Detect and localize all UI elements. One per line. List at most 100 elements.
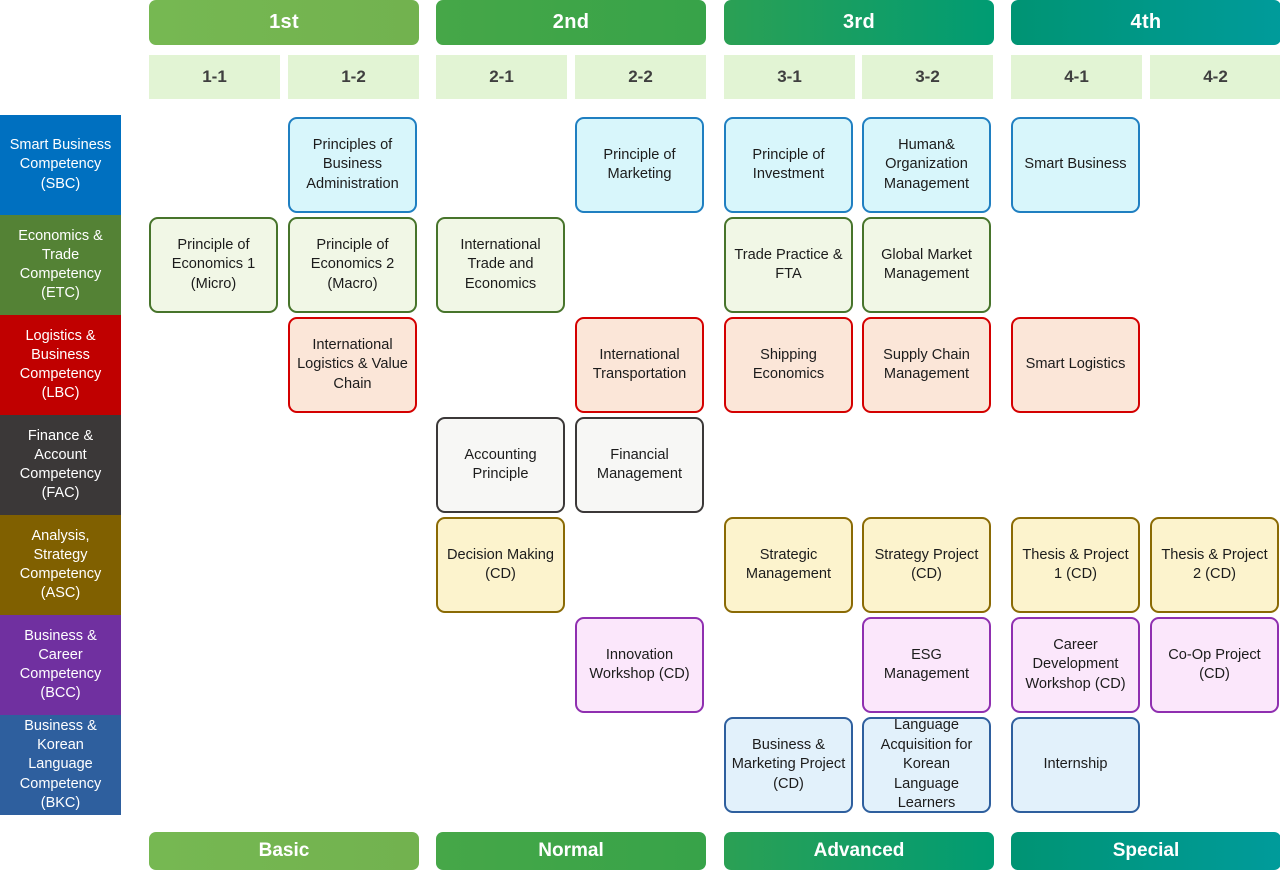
course-box[interactable]: Strategy Project (CD) (862, 517, 991, 613)
course-label: Principle of Economics 2 (Macro) (310, 236, 395, 292)
semester-header-label: 2-1 (489, 67, 514, 86)
course-box[interactable]: Financial Management (575, 417, 704, 513)
semester-header-label: 2-2 (628, 67, 653, 86)
semester-header-label: 4-1 (1064, 67, 1089, 86)
course-label: Internship (1043, 756, 1108, 773)
course-label: Thesis & Project 1 (CD) (1022, 546, 1129, 582)
course-box[interactable]: ESG Management (862, 617, 991, 713)
semester-header-label: 4-2 (1203, 67, 1228, 86)
year-header-4th: 4th (1011, 0, 1280, 45)
course-box[interactable]: Business & Marketing Project (CD) (724, 717, 853, 813)
course-label: Trade Practice & FTA (734, 246, 843, 282)
course-box[interactable]: International Transportation (575, 317, 704, 413)
course-label: Financial Management (596, 446, 683, 482)
level-footer-label: Special (1112, 840, 1180, 861)
course-box[interactable]: Internship (1011, 717, 1140, 813)
semester-header-2-1: 2-1 (436, 55, 567, 99)
course-box[interactable]: Principle of Investment (724, 117, 853, 213)
course-box[interactable]: Principles of Business Administration (288, 117, 417, 213)
course-label: Co-Op Project (CD) (1168, 646, 1261, 682)
course-box[interactable]: Principle of Marketing (575, 117, 704, 213)
course-box[interactable]: Smart Logistics (1011, 317, 1140, 413)
level-footer-special: Special (1011, 832, 1280, 870)
course-box[interactable]: Human& Organization Management (862, 117, 991, 213)
course-label: Global Market Management (881, 246, 972, 282)
level-footer-label: Basic (258, 840, 310, 861)
level-footer-label: Normal (538, 840, 604, 861)
semester-header-3-2: 3-2 (862, 55, 993, 99)
semester-header-2-2: 2-2 (575, 55, 706, 99)
competency-label-text: Analysis, Strategy Competency (ASC) (19, 527, 102, 602)
competency-label-fac: Finance & Account Competency (FAC) (0, 415, 121, 515)
semester-header-1-1: 1-1 (149, 55, 280, 99)
course-box[interactable]: Thesis & Project 2 (CD) (1150, 517, 1279, 613)
course-box[interactable]: Co-Op Project (CD) (1150, 617, 1279, 713)
competency-label-text: Economics & Trade Competency (ETC) (18, 227, 103, 302)
course-label: Principle of Marketing (603, 146, 676, 182)
competency-label-sbc: Smart Business Competency (SBC) (0, 115, 121, 215)
semester-header-1-2: 1-2 (288, 55, 419, 99)
course-label: Principle of Economics 1 (Micro) (171, 236, 256, 292)
course-box[interactable]: Thesis & Project 1 (CD) (1011, 517, 1140, 613)
course-box[interactable]: Supply Chain Management (862, 317, 991, 413)
course-label: Principle of Investment (752, 146, 825, 182)
competency-label-text: Logistics & Business Competency (LBC) (19, 327, 102, 402)
course-label: Supply Chain Management (883, 346, 970, 382)
course-box[interactable]: Global Market Management (862, 217, 991, 313)
course-box[interactable]: Strategic Management (724, 517, 853, 613)
course-label: International Transportation (592, 346, 687, 382)
course-label: Human& Organization Management (883, 136, 970, 192)
course-box[interactable]: Language Acquisition for Korean Language… (862, 717, 991, 813)
course-label: Shipping Economics (752, 346, 825, 382)
competency-label-text: Business & Career Competency (BCC) (19, 627, 102, 702)
level-footer-advanced: Advanced (724, 832, 994, 870)
course-label: International Logistics & Value Chain (297, 336, 408, 392)
course-box[interactable]: Accounting Principle (436, 417, 565, 513)
competency-label-text: Finance & Account Competency (FAC) (19, 427, 102, 502)
semester-header-4-1: 4-1 (1011, 55, 1142, 99)
year-header-1st: 1st (149, 0, 419, 45)
competency-label-asc: Analysis, Strategy Competency (ASC) (0, 515, 121, 615)
year-header-label: 4th (1130, 11, 1162, 33)
course-label: Principles of Business Administration (306, 136, 399, 192)
year-header-2nd: 2nd (436, 0, 706, 45)
competency-label-text: Smart Business Competency (SBC) (9, 137, 112, 192)
course-box[interactable]: Trade Practice & FTA (724, 217, 853, 313)
course-label: Decision Making (CD) (446, 546, 555, 582)
course-box[interactable]: Innovation Workshop (CD) (575, 617, 704, 713)
level-footer-normal: Normal (436, 832, 706, 870)
course-label: Business & Marketing Project (CD) (731, 736, 846, 792)
course-box[interactable]: Decision Making (CD) (436, 517, 565, 613)
course-box[interactable]: International Logistics & Value Chain (288, 317, 417, 413)
course-label: Accounting Principle (464, 446, 537, 482)
course-box[interactable]: Shipping Economics (724, 317, 853, 413)
year-header-3rd: 3rd (724, 0, 994, 45)
course-label: ESG Management (883, 646, 970, 682)
course-label: Smart Logistics (1025, 356, 1126, 373)
course-label: Smart Business (1024, 156, 1127, 173)
course-label: Strategic Management (745, 546, 832, 582)
semester-header-3-1: 3-1 (724, 55, 855, 99)
course-label: Innovation Workshop (CD) (589, 646, 690, 682)
semester-header-4-2: 4-2 (1150, 55, 1280, 99)
course-box[interactable]: Career Development Workshop (CD) (1011, 617, 1140, 713)
competency-label-text: Business & Korean Language Competency (B… (19, 718, 102, 811)
competency-label-etc: Economics & Trade Competency (ETC) (0, 215, 121, 315)
semester-header-label: 3-1 (777, 67, 802, 86)
course-label: Strategy Project (CD) (874, 546, 979, 582)
course-box[interactable]: Principle of Economics 1 (Micro) (149, 217, 278, 313)
semester-header-label: 1-2 (341, 67, 366, 86)
competency-label-bkc: Business & Korean Language Competency (B… (0, 715, 121, 815)
course-box[interactable]: Smart Business (1011, 117, 1140, 213)
semester-header-label: 1-1 (202, 67, 227, 86)
level-footer-label: Advanced (813, 840, 905, 861)
course-label: Thesis & Project 2 (CD) (1161, 546, 1268, 582)
competency-label-bcc: Business & Career Competency (BCC) (0, 615, 121, 715)
course-box[interactable]: International Trade and Economics (436, 217, 565, 313)
course-label: International Trade and Economics (460, 236, 541, 292)
course-box[interactable]: Principle of Economics 2 (Macro) (288, 217, 417, 313)
year-header-label: 1st (269, 11, 299, 33)
semester-header-label: 3-2 (915, 67, 940, 86)
course-label: Language Acquisition for Korean Language… (880, 717, 973, 812)
